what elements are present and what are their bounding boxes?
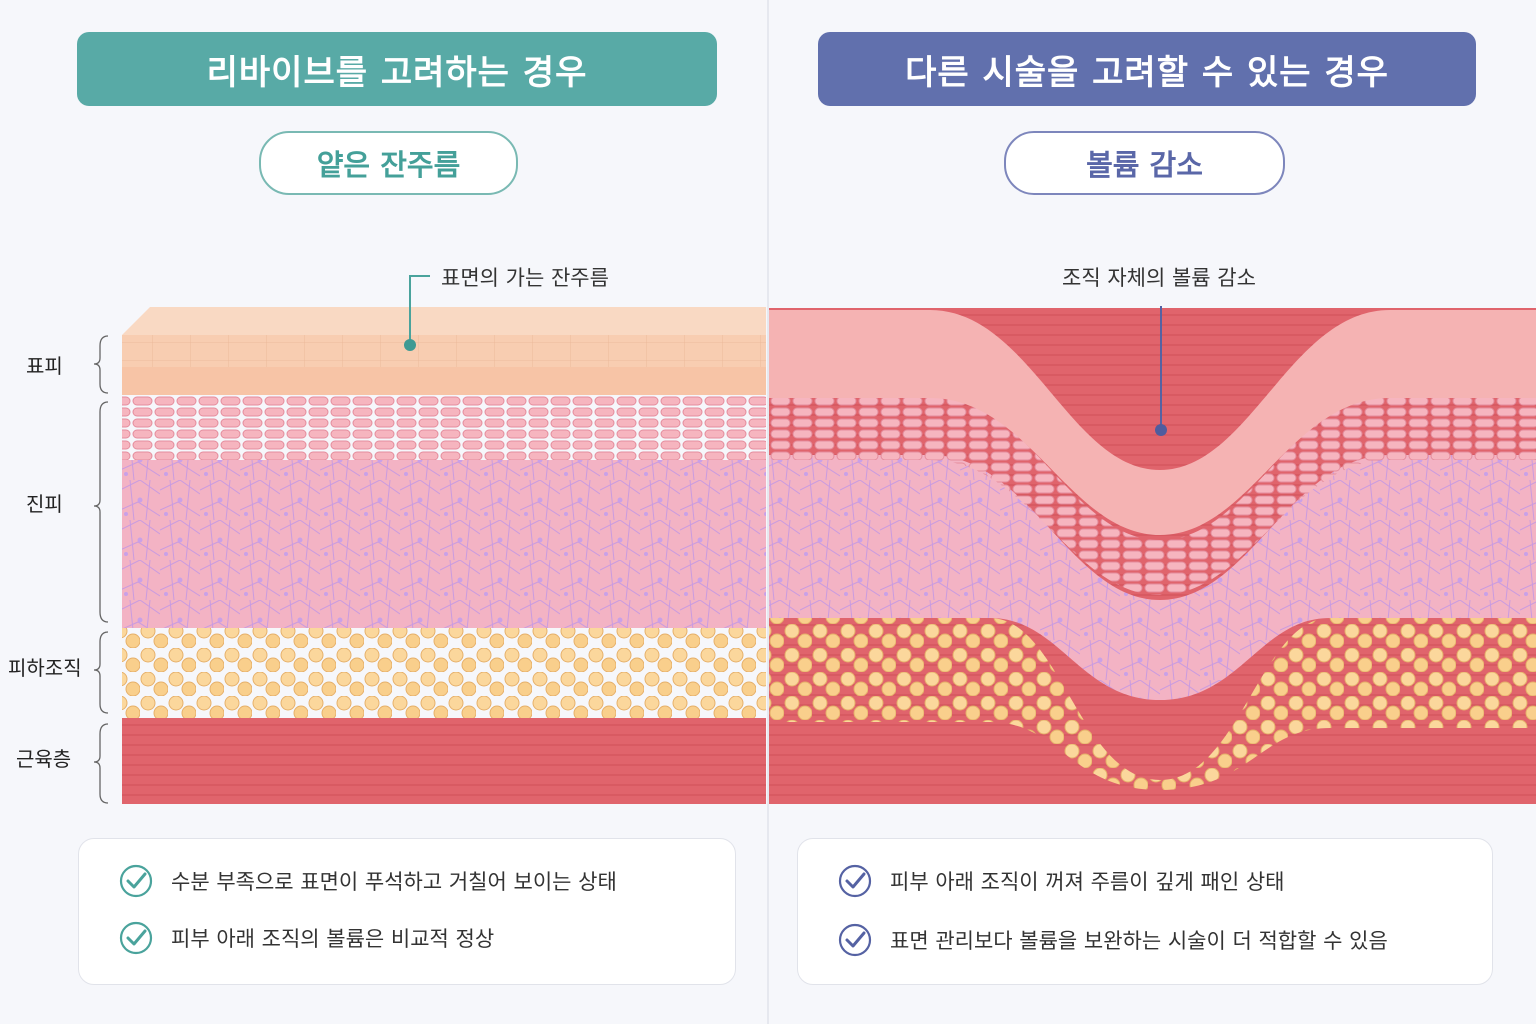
left-callout: 표면의 가는 잔주름	[441, 266, 609, 290]
right-checklist-text: 피부 아래 조직이 꺼져 주름이 깊게 패인 상태	[890, 870, 1285, 894]
layer-label-epidermis: 표피	[26, 354, 63, 378]
right-callout: 조직 자체의 볼륨 감소	[1062, 266, 1256, 290]
panel-divider	[767, 0, 769, 1024]
right-pill: 볼륨 감소	[1004, 131, 1285, 195]
right-subcutis	[769, 618, 1536, 790]
left-epidermis-top	[122, 307, 766, 335]
right-dermis	[769, 455, 1536, 700]
left-checklist-text: 피부 아래 조직의 볼륨은 비교적 정상	[171, 927, 495, 951]
check-circle-icon	[838, 923, 872, 957]
left-subcutis	[122, 628, 766, 718]
left-muscle	[122, 718, 766, 804]
right-dermis-upper	[769, 395, 1536, 595]
left-checklist-item: 피부 아래 조직의 볼륨은 비교적 정상	[119, 921, 494, 955]
right-callout-dot	[1155, 424, 1167, 436]
left-callout-dot	[404, 339, 416, 351]
check-circle-icon	[838, 864, 872, 898]
right-banner: 다른 시술을 고려할 수 있는 경우	[818, 32, 1476, 106]
right-checklist-item: 표면 관리보다 볼륨을 보완하는 시술이 더 적합할 수 있음	[838, 923, 1388, 957]
right-checklist-text: 표면 관리보다 볼륨을 보완하는 시술이 더 적합할 수 있음	[890, 929, 1388, 953]
left-epidermis-base	[122, 367, 766, 395]
left-skin-block	[122, 307, 766, 804]
layer-label-dermis: 진피	[26, 492, 63, 516]
right-checklist-card: 피부 아래 조직이 꺼져 주름이 깊게 패인 상태 표면 관리보다 볼륨을 보완…	[797, 838, 1493, 985]
check-circle-icon	[119, 864, 153, 898]
left-checklist-item: 수분 부족으로 표면이 푸석하고 거칠어 보이는 상태	[119, 864, 617, 898]
left-dermis-upper	[122, 395, 766, 460]
left-banner: 리바이브를 고려하는 경우	[77, 32, 717, 106]
left-callout-line	[409, 275, 430, 345]
right-checklist-item: 피부 아래 조직이 꺼져 주름이 깊게 패인 상태	[838, 864, 1285, 898]
left-checklist-text: 수분 부족으로 표면이 푸석하고 거칠어 보이는 상태	[171, 870, 617, 894]
layer-braces	[93, 335, 109, 804]
left-pill: 얕은 잔주름	[259, 131, 518, 195]
left-dermis	[122, 460, 766, 628]
right-skin-block	[769, 308, 1536, 804]
layer-label-subcutis: 피하조직	[8, 656, 82, 680]
right-epidermis	[769, 310, 1536, 535]
left-checklist-card: 수분 부족으로 표면이 푸석하고 거칠어 보이는 상태 피부 아래 조직의 볼륨…	[78, 838, 736, 985]
check-circle-icon	[119, 921, 153, 955]
layer-label-muscle: 근육층	[16, 747, 72, 771]
